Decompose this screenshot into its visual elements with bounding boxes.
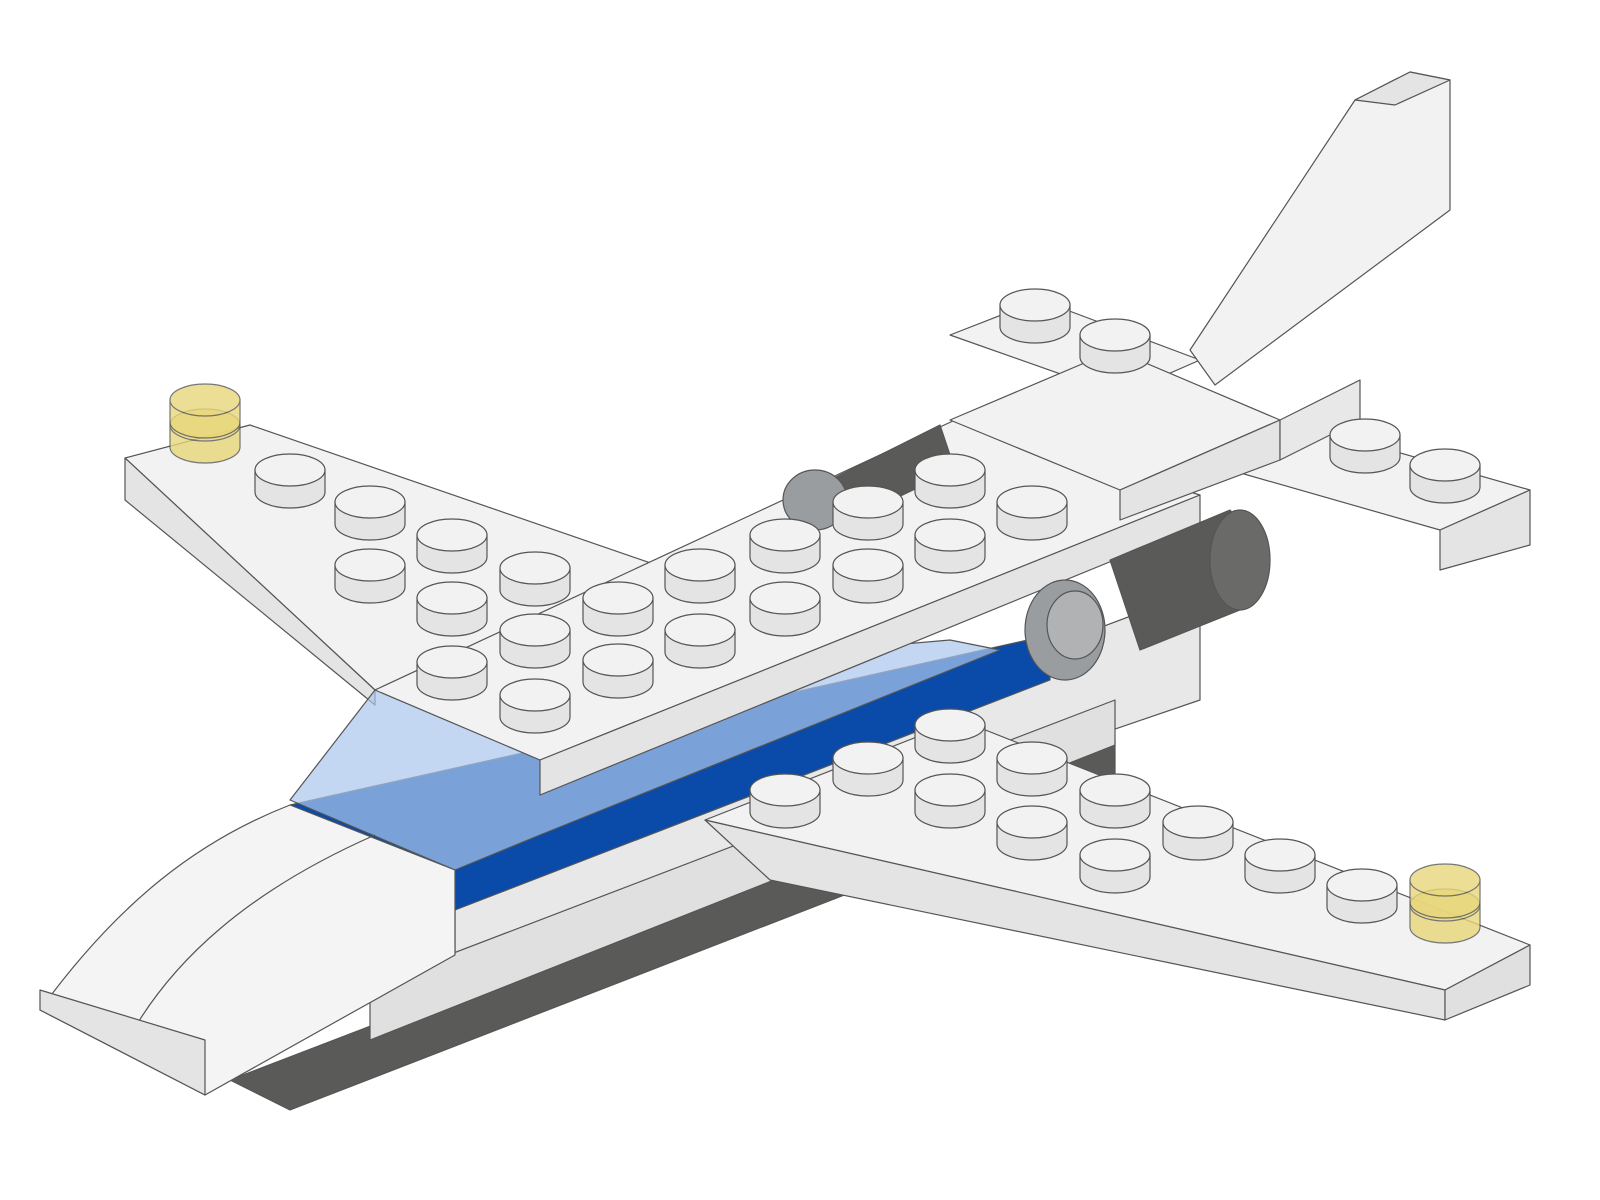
- stud: [1079, 773, 1151, 829]
- stud: [582, 581, 654, 637]
- trans-yellow-stud: [169, 383, 241, 439]
- stud: [999, 288, 1071, 344]
- stud: [914, 708, 986, 764]
- stud: [914, 773, 986, 829]
- stud: [749, 518, 821, 574]
- stud: [1079, 318, 1151, 374]
- stud: [996, 741, 1068, 797]
- trans-yellow-stud: [1409, 863, 1481, 919]
- stud: [996, 805, 1068, 861]
- stud: [832, 548, 904, 604]
- stud: [416, 581, 488, 637]
- stud: [334, 548, 406, 604]
- stud: [914, 453, 986, 509]
- stud: [749, 581, 821, 637]
- stud: [254, 453, 326, 509]
- stud: [664, 613, 736, 669]
- vertical-tail-fin: [1189, 71, 1451, 386]
- stud: [582, 643, 654, 699]
- stud: [1329, 418, 1401, 474]
- stud: [499, 551, 571, 607]
- stud: [499, 678, 571, 734]
- stud: [1162, 805, 1234, 861]
- stud: [1326, 868, 1398, 924]
- studs: [169, 288, 1481, 944]
- stud: [499, 613, 571, 669]
- stud: [749, 773, 821, 829]
- stud: [996, 485, 1068, 541]
- stud: [832, 485, 904, 541]
- stud: [914, 518, 986, 574]
- stud: [1244, 838, 1316, 894]
- stud: [664, 548, 736, 604]
- stud: [416, 645, 488, 701]
- stud: [334, 485, 406, 541]
- stud: [1409, 448, 1481, 504]
- stud: [1079, 838, 1151, 894]
- stud: [832, 741, 904, 797]
- engine-front: [1024, 509, 1271, 681]
- stud: [416, 518, 488, 574]
